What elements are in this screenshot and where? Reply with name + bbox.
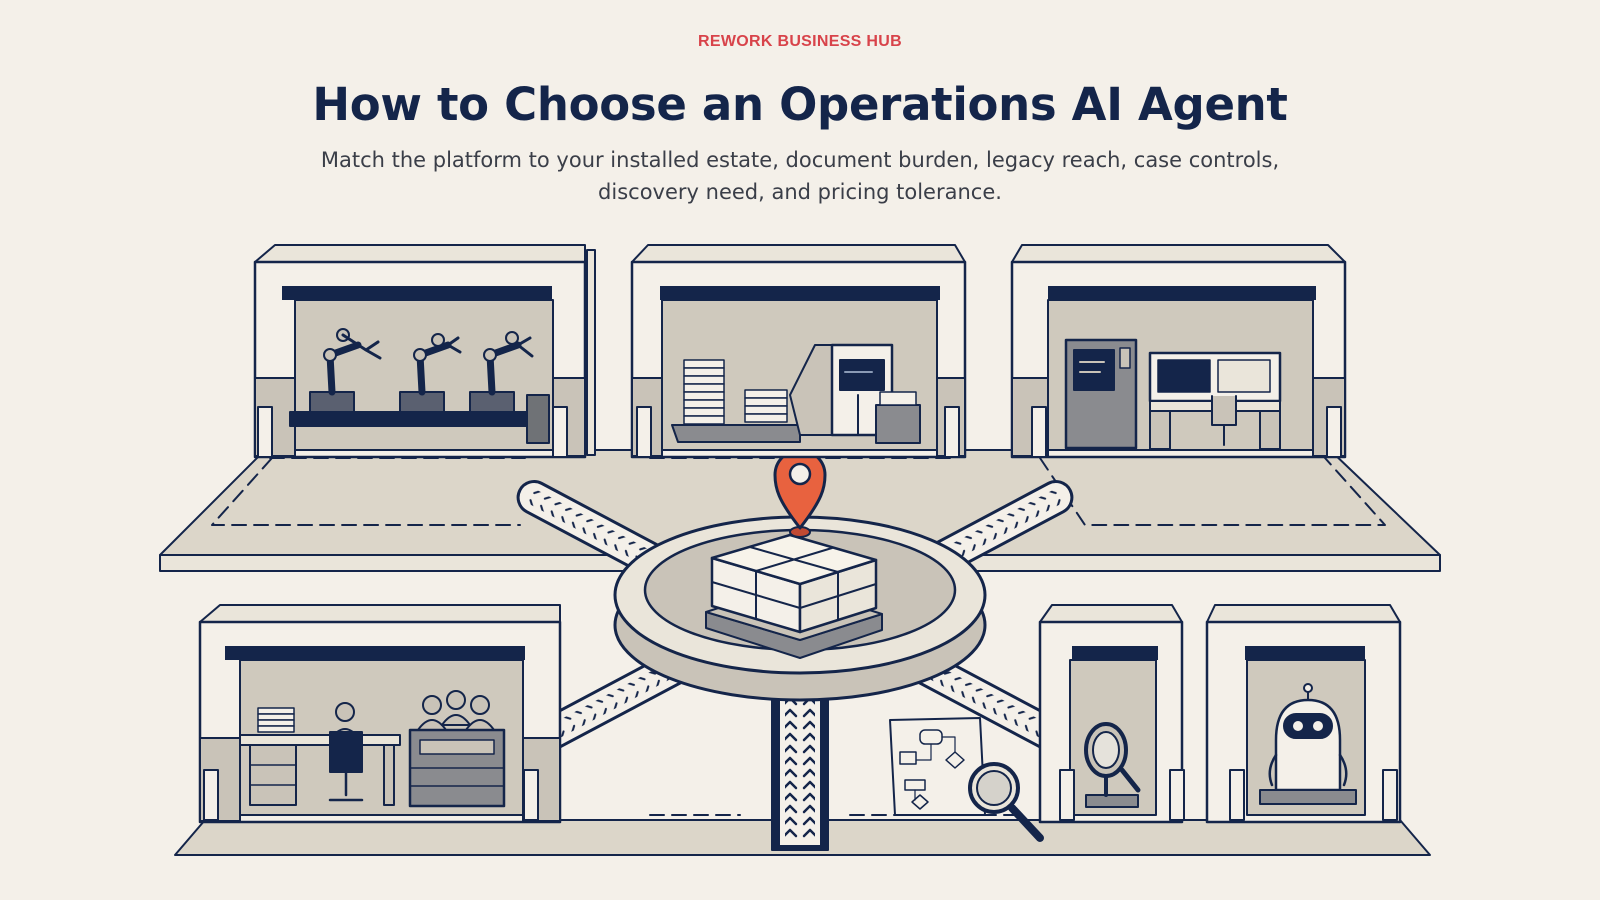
bay-legacy-terminals [1010, 244, 1347, 459]
conveyor-belts [516, 480, 1074, 851]
bay-document-processing [630, 244, 967, 459]
page-subtitle: Match the platform to your installed est… [320, 148, 1280, 204]
bay-case-office [198, 604, 562, 824]
page-title: How to Choose an Operations AI Agent [312, 78, 1288, 131]
process-flowchart [889, 717, 986, 816]
magnifier-icon [968, 762, 1044, 842]
search-lens-icon [1084, 722, 1141, 808]
robot-arm-icon [309, 328, 534, 413]
eyebrow-label: REWORK BUSINESS HUB [698, 33, 902, 50]
bay-process-discovery [1038, 604, 1185, 824]
office-desk-icon [239, 702, 401, 806]
bay-robotic-assembly [253, 244, 596, 459]
robot-assistant-icon [1259, 683, 1357, 805]
pallet-boxes-icon [705, 533, 883, 659]
warehouse-hub-illustration [159, 244, 1441, 856]
mainframe-terminal-icon [1064, 338, 1282, 451]
bay-ai-agent [1205, 604, 1402, 824]
